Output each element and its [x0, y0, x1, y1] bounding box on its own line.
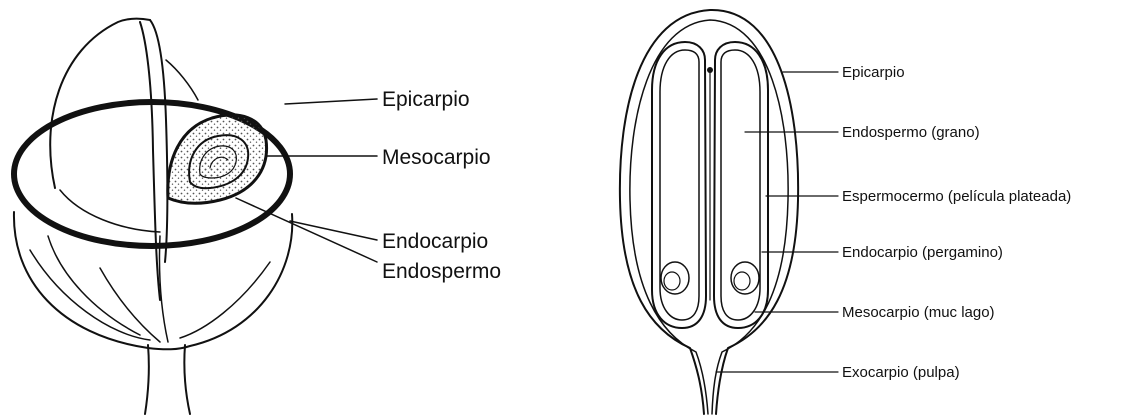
left-fruit-body	[14, 212, 292, 349]
left-stem-line	[184, 345, 190, 414]
right-exocarp-outline	[630, 20, 788, 414]
label-endocarpio-pergamino: Endocarpio (pergamino)	[842, 244, 1003, 261]
right-labels: Epicarpio Endospermo (grano) Espermocerm…	[842, 64, 1071, 381]
right-section-drawing	[620, 10, 798, 414]
right-embryo-right-core	[734, 272, 750, 290]
left-labels: Epicarpio Mesocarpio Endocarpio Endosper…	[382, 88, 501, 283]
label-endocarpio: Endocarpio	[382, 230, 488, 253]
leader-line	[290, 221, 377, 240]
left-dome-split	[140, 22, 160, 300]
left-fruit-curve	[180, 262, 270, 338]
label-endospermo-grano: Endospermo (grano)	[842, 124, 980, 141]
left-dome-curve	[166, 60, 198, 100]
right-top-dot	[707, 67, 713, 73]
leader-line	[285, 99, 377, 104]
left-fruit-curve	[100, 268, 160, 342]
left-stem-line	[145, 345, 149, 414]
label-endospermo: Endospermo	[382, 260, 501, 283]
left-fruit-curve	[30, 250, 150, 340]
label-epicarpio: Epicarpio	[382, 88, 470, 111]
left-dome-curve	[60, 190, 160, 232]
right-embryo-left-core	[664, 272, 680, 290]
leader-line	[236, 198, 377, 262]
label-exocarpio-pulpa: Exocarpio (pulpa)	[842, 364, 960, 381]
right-right-seed-inner	[721, 50, 760, 320]
label-mesocarpio-mucilago: Mesocarpio (muc lago)	[842, 304, 995, 321]
left-fruit-curve	[48, 236, 140, 335]
left-cherry-drawing	[14, 19, 292, 414]
label-mesocarpio: Mesocarpio	[382, 146, 491, 169]
label-epicarpio-right: Epicarpio	[842, 64, 905, 81]
label-espermocermo: Espermocermo (película plateada)	[842, 188, 1071, 205]
